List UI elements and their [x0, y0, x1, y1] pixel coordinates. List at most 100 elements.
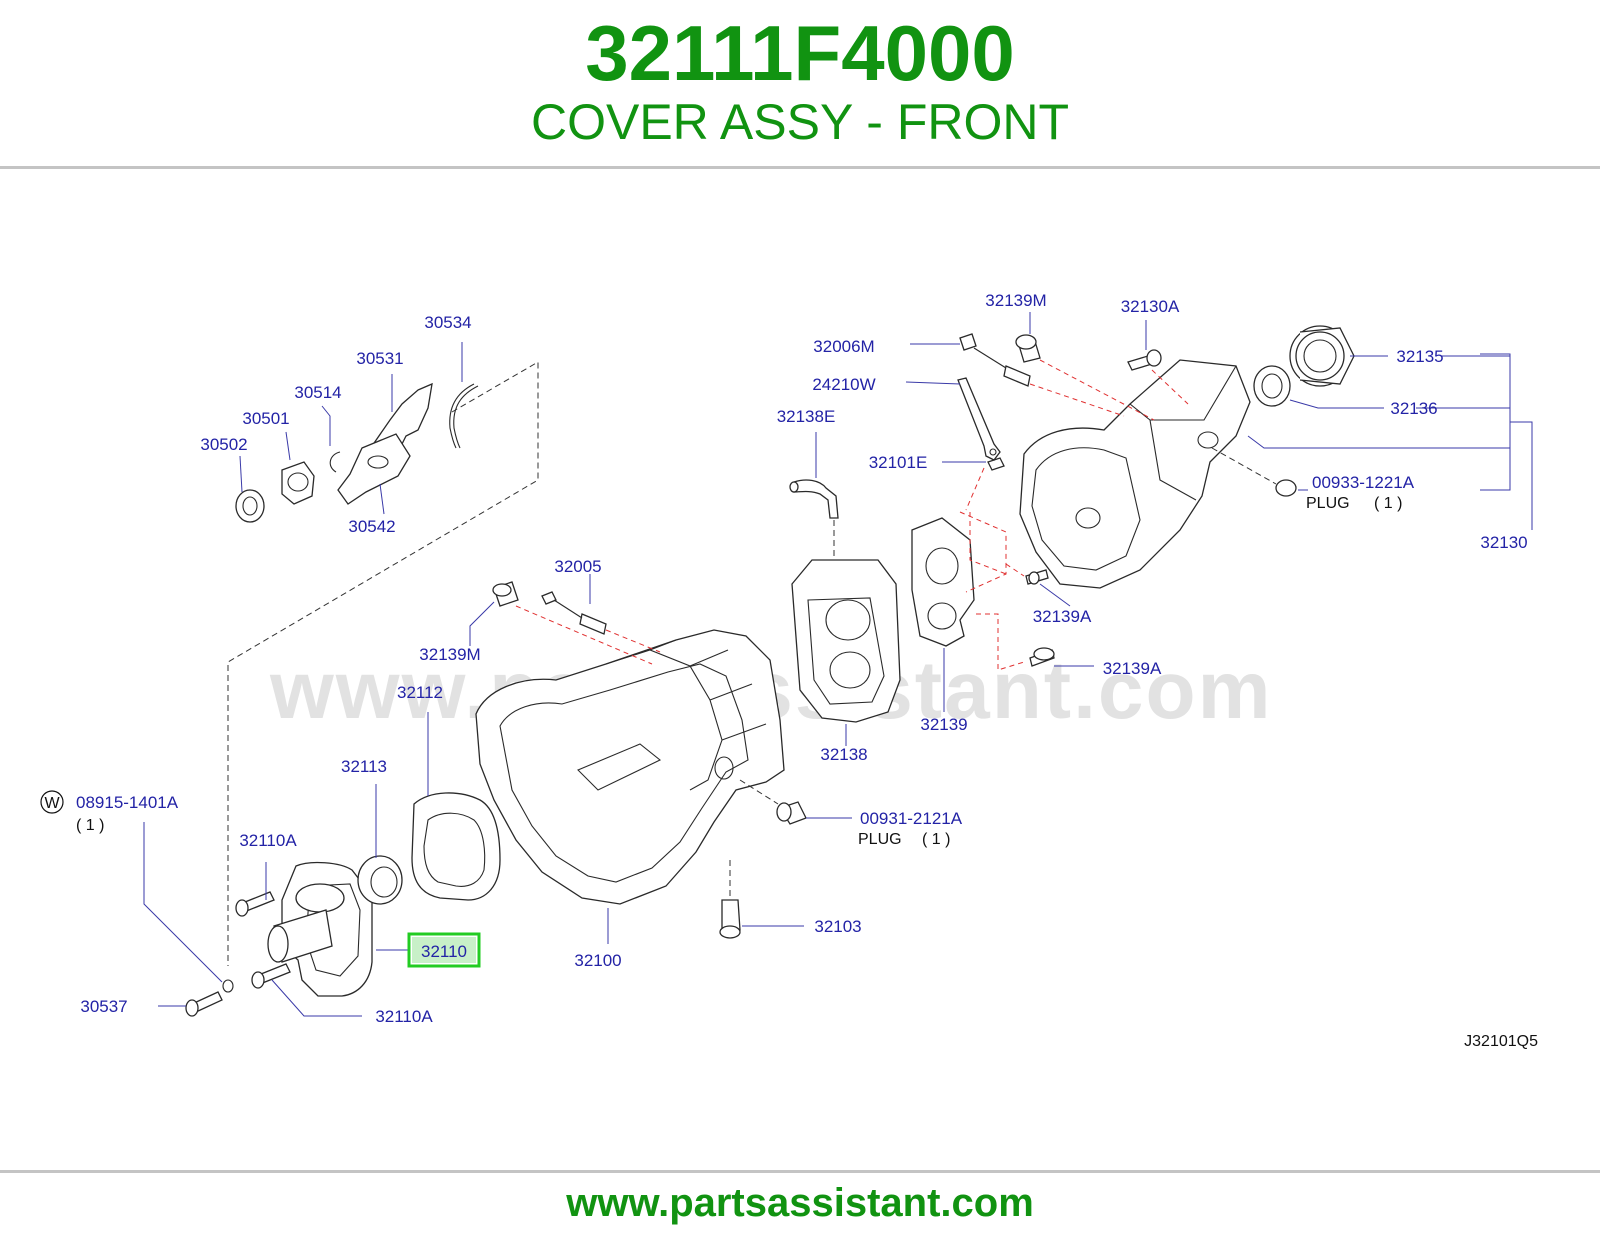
- callout-32005[interactable]: 32005: [554, 557, 601, 576]
- part-00933-plug: [1275, 479, 1297, 497]
- leader-32136: [1289, 399, 1384, 409]
- part-32103-drain-head: [719, 925, 741, 939]
- callout-32130[interactable]: 32130: [1480, 533, 1527, 552]
- callout-32139M-lower[interactable]: 32139M: [419, 645, 480, 664]
- callout-30514[interactable]: 30514: [294, 383, 341, 402]
- bracket-32130-group: [1480, 353, 1511, 491]
- exploded-parts-diagram: www.partsassistant.com: [0, 172, 1600, 1162]
- part-32006M-connector: [959, 333, 977, 351]
- callout-30531[interactable]: 30531: [356, 349, 403, 368]
- callout-32139[interactable]: 32139: [920, 715, 967, 734]
- callout-30501[interactable]: 30501: [242, 409, 289, 428]
- callout-32135[interactable]: 32135: [1396, 347, 1443, 366]
- leader-30514: [321, 405, 331, 446]
- part-32139M-plug-upper-head: [1015, 334, 1037, 350]
- assembly-line-32139-mid: [969, 512, 1007, 575]
- part-32130-housing-top: [1129, 365, 1237, 501]
- part-32100-bell-inner: [499, 663, 749, 883]
- part-32100-clutch-housing: [475, 629, 785, 905]
- callout-00931-2121A[interactable]: 00931-2121A: [860, 809, 963, 828]
- part-32005-wire: [553, 599, 583, 619]
- assembly-line-32005: [605, 629, 661, 653]
- w-mark-circle: [40, 790, 64, 814]
- leader-32139A-upper: [1039, 583, 1071, 607]
- leader-08915: [143, 822, 223, 983]
- leader-24210W: [905, 381, 961, 385]
- leader-32130-housing: [1247, 435, 1510, 449]
- part-30542-pivot: [367, 455, 389, 469]
- assembly-line-32101E: [965, 467, 985, 511]
- part-30501-bearing: [281, 461, 315, 505]
- part-32110A-bolt-lower-head: [251, 971, 265, 989]
- callout-32110-highlighted[interactable]: 32110: [421, 942, 467, 961]
- callout-30542[interactable]: 30542: [348, 517, 395, 536]
- leader-30502: [239, 455, 243, 493]
- part-32138E-breather: [793, 479, 839, 519]
- part-30542-lever: [337, 433, 411, 505]
- part-32110-snout-end: [267, 925, 289, 963]
- diagram-code: J32101Q5: [1464, 1033, 1538, 1050]
- callout-32110A-upper[interactable]: 32110A: [239, 831, 297, 850]
- part-08915-washer: [222, 979, 234, 993]
- part-32005-switch: [579, 613, 607, 635]
- part-30514-clip: [329, 451, 341, 473]
- callout-24210W[interactable]: 24210W: [812, 375, 875, 394]
- callout-32139A-upper[interactable]: 32139A: [1033, 607, 1092, 626]
- part-32139-retainer: [911, 517, 975, 647]
- callout-32110A-lower[interactable]: 32110A: [375, 1007, 433, 1026]
- assembly-line-32006M: [1029, 383, 1125, 417]
- callout-32136[interactable]: 32136: [1390, 399, 1437, 418]
- part-32110-flange: [295, 883, 345, 913]
- part-32130-extension-housing: [1019, 359, 1251, 589]
- callout-32101E[interactable]: 32101E: [869, 453, 928, 472]
- callout-30537[interactable]: 30537: [80, 997, 127, 1016]
- callout-08915-1401A[interactable]: 08915-1401A: [76, 793, 179, 812]
- part-32138-bore-upper: [825, 599, 871, 641]
- part-32113-seal: [357, 855, 403, 905]
- callout-32138[interactable]: 32138: [820, 745, 867, 764]
- part-32136-seal-bore: [1261, 373, 1283, 399]
- highlight-fill-32110: [412, 937, 476, 963]
- part-32101E-dowel: [987, 457, 1005, 471]
- callout-32130A[interactable]: 32130A: [1121, 297, 1180, 316]
- part-number-title: 32111F4000: [585, 9, 1015, 97]
- leader-32139M-lower: [469, 601, 495, 646]
- callout-08915-qty: ( 1 ): [76, 817, 104, 834]
- footer-divider: [0, 1170, 1600, 1173]
- part-32100-port: [714, 756, 734, 780]
- callout-32112[interactable]: 32112: [397, 683, 443, 702]
- bracket-32130-outer: [1510, 421, 1533, 530]
- part-32138-bore-lower: [829, 651, 871, 689]
- callout-32139M-upper[interactable]: 32139M: [985, 291, 1046, 310]
- callout-32103[interactable]: 32103: [814, 917, 861, 936]
- part-32130A-bolt-head: [1146, 349, 1162, 367]
- part-30534-clip-inner: [449, 383, 475, 449]
- callout-30534[interactable]: 30534: [424, 313, 471, 332]
- callout-00931-qty: ( 1 ): [922, 831, 950, 848]
- part-32130-output-port: [1197, 431, 1219, 449]
- part-32112-gasket-inner: [423, 812, 486, 887]
- part-32112-gasket: [411, 792, 501, 901]
- part-32138-plate-inner: [807, 597, 885, 705]
- callout-32100[interactable]: 32100: [574, 951, 621, 970]
- callout-00933-1221A[interactable]: 00933-1221A: [1312, 473, 1415, 492]
- part-32139-bore-upper: [925, 547, 959, 585]
- callout-32139A-lower[interactable]: 32139A: [1103, 659, 1162, 678]
- assembly-line-00931: [739, 779, 779, 805]
- part-30537-bolt-head: [185, 999, 199, 1017]
- footer-url-link[interactable]: www.partsassistant.com: [566, 1181, 1034, 1225]
- part-24210W-strap: [957, 377, 1001, 461]
- callout-32113[interactable]: 32113: [341, 757, 387, 776]
- part-32135-bushing-bore: [1303, 339, 1337, 373]
- part-32139M-plug-lower-head: [492, 583, 512, 597]
- callout-32006M[interactable]: 32006M: [813, 337, 874, 356]
- callout-32138E[interactable]: 32138E: [777, 407, 836, 426]
- part-32138E-breather-end: [789, 481, 799, 493]
- header-divider: [0, 166, 1600, 169]
- part-32113-seal-bore: [370, 866, 398, 898]
- assembly-line-32139M-upper: [1039, 359, 1155, 421]
- part-32130-inner-bore: [1075, 507, 1101, 529]
- assembly-line-32139A-upper: [1005, 563, 1025, 577]
- callout-00933-plug: PLUG: [1306, 495, 1350, 512]
- callout-30502[interactable]: 30502: [200, 435, 247, 454]
